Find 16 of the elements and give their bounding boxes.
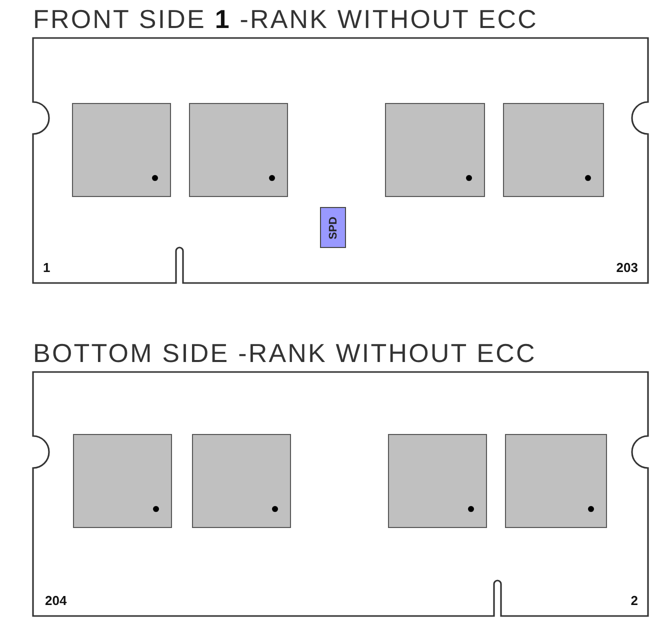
memory-chip — [73, 434, 172, 528]
pin-number: 203 — [616, 260, 638, 275]
pin-number: 1 — [43, 260, 50, 275]
memory-chip — [72, 103, 171, 197]
memory-chip — [192, 434, 291, 528]
memory-chip — [503, 103, 604, 197]
memory-chip — [505, 434, 607, 528]
pin-number: 2 — [630, 593, 638, 608]
module-heading: BOTTOM SIDE -RANK WITHOUT ECC — [33, 338, 536, 368]
spd-chip — [320, 207, 346, 248]
chip-label: SPD — [327, 216, 339, 239]
memory-chip — [189, 103, 288, 197]
module-heading: FRONT SIDE 1 -RANK WITHOUT ECC — [33, 4, 538, 34]
pin-number: 204 — [45, 593, 67, 608]
memory-chip — [385, 103, 485, 197]
memory-chip — [388, 434, 487, 528]
